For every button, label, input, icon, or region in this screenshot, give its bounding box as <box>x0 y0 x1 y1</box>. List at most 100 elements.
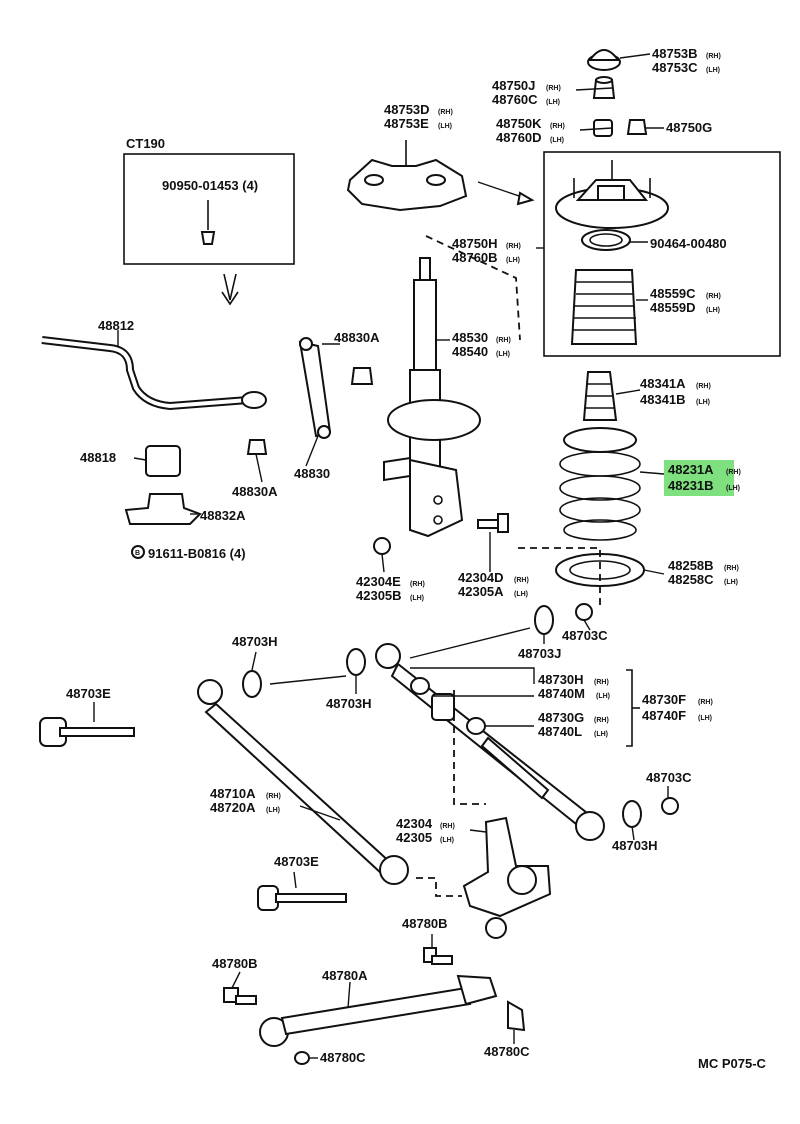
nut-c-right <box>661 797 679 815</box>
label-48559D: 48559D <box>650 300 696 315</box>
label-48703E-2: 48703E <box>274 854 319 869</box>
label-ct190: CT190 <box>126 136 165 151</box>
label-48703J: 48703J <box>518 646 561 661</box>
label-48258C: 48258C <box>668 572 714 587</box>
label-48540: 48540 <box>452 344 488 359</box>
strut-mount-plate <box>555 160 669 229</box>
label-48703H-3: 48703H <box>612 838 658 853</box>
nut-c-top <box>575 603 593 621</box>
label-48740F-side: (LH) <box>698 715 712 722</box>
washer-j <box>534 605 554 635</box>
label-48530-side: (RH) <box>496 337 511 344</box>
label-48730H: 48730H <box>538 672 584 687</box>
stabilizer-bushing <box>145 445 181 477</box>
bolt-b-left <box>223 987 257 1005</box>
label-42304E: 42304E <box>356 574 401 589</box>
arm-bushings <box>410 677 550 800</box>
label-48231B-side: (LH) <box>726 485 740 492</box>
dust-boot <box>570 269 638 345</box>
label-48258B-side: (RH) <box>724 565 739 572</box>
spring-seat <box>555 553 645 587</box>
label-48231B: 48231B <box>668 478 714 493</box>
label-48540-side: (LH) <box>496 351 510 358</box>
label-42304-side: (RH) <box>440 823 455 830</box>
label-48780C-1: 48780C <box>320 1050 366 1065</box>
label-48341B: 48341B <box>640 392 686 407</box>
highlight-48231 <box>664 460 734 496</box>
label-48341A: 48341A <box>640 376 686 391</box>
label-48780C-2: 48780C <box>484 1044 530 1059</box>
label-42305A: 42305A <box>458 584 504 599</box>
link-nut-upper <box>350 367 374 385</box>
label-48760B: 48760B <box>452 250 498 265</box>
label-48753B: 48753B <box>652 46 698 61</box>
label-48780B-1: 48780B <box>402 916 448 931</box>
label-48740L: 48740L <box>538 724 582 739</box>
label-48730G: 48730G <box>538 710 584 725</box>
label-42305-side: (LH) <box>440 837 454 844</box>
label-48760B-side: (LH) <box>506 257 520 264</box>
stabilizer-bar <box>41 336 267 411</box>
label-48341A-side: (RH) <box>696 383 711 390</box>
label-48818: 48818 <box>80 450 116 465</box>
label-48830: 48830 <box>294 466 330 481</box>
bolt-e-lower <box>257 885 347 911</box>
bolt-b-upper <box>423 947 453 965</box>
label-48740F: 48740F <box>642 708 686 723</box>
label-48231A: 48231A <box>668 462 714 477</box>
shock-absorber-strut <box>383 257 481 538</box>
footer-code: MC P075-C <box>698 1056 767 1071</box>
bump-stopper <box>582 371 618 421</box>
label-48730H-side: (RH) <box>594 679 609 686</box>
label-48750H: 48750H <box>452 236 498 251</box>
label-48760C: 48760C <box>492 92 538 107</box>
label-48750J-side: (RH) <box>546 85 561 92</box>
label-42305B-side: (LH) <box>410 595 424 602</box>
mount-seal-ring <box>581 229 631 251</box>
label-48740M: 48740M <box>538 686 585 701</box>
label-42305: 42305 <box>396 830 432 845</box>
label-48703H-1: 48703H <box>232 634 278 649</box>
label-48750K-side: (RH) <box>550 123 565 130</box>
label-48720A-side: (LH) <box>266 807 280 814</box>
label-48753C: 48753C <box>652 60 698 75</box>
label-48760C-side: (LH) <box>546 99 560 106</box>
label-42305A-side: (LH) <box>514 591 528 598</box>
label-48703C-1: 48703C <box>562 628 608 643</box>
label-42304E-side: (RH) <box>410 581 425 588</box>
label-48740M-side: (LH) <box>596 693 610 700</box>
bolt-b-marker <box>131 545 145 559</box>
label-48750J: 48750J <box>492 78 535 93</box>
label-48760D: 48760D <box>496 130 542 145</box>
label-48740L-side: (LH) <box>594 731 608 738</box>
label-48341B-side: (LH) <box>696 399 710 406</box>
nut-g <box>626 119 648 135</box>
washer-h-mid <box>346 648 366 676</box>
stabilizer-link <box>298 337 332 439</box>
trailing-bolt-e <box>39 717 135 747</box>
nut-c-lower-left <box>294 1051 310 1065</box>
lower-lateral-arm <box>259 974 498 1047</box>
label-48710A-side: (RH) <box>266 793 281 800</box>
strut-mount-detail-box <box>543 151 781 357</box>
strut-rod-arm <box>197 679 409 885</box>
upper-mount-cap <box>587 49 621 71</box>
washer-h-left <box>242 670 262 698</box>
washer-h-right <box>622 800 642 828</box>
label-91611: 91611-B0816 (4) <box>148 546 246 561</box>
label-48710A: 48710A <box>210 786 256 801</box>
toe-adjust-cam <box>507 1000 526 1032</box>
label-48258C-side: (LH) <box>724 579 738 586</box>
bolt-marker-letter: B <box>135 550 140 557</box>
upper-support-bracket <box>346 140 468 212</box>
label-48830A-top: 48830A <box>334 330 380 345</box>
label-48703E-1: 48703E <box>66 686 111 701</box>
label-48231A-side: (RH) <box>726 469 741 476</box>
label-42304D-side: (RH) <box>514 577 529 584</box>
label-90950: 90950-01453 (4) <box>162 178 258 193</box>
label-48730F-side: (RH) <box>698 699 713 706</box>
label-48753E-side: (LH) <box>438 123 452 130</box>
label-48559C: 48559C <box>650 286 696 301</box>
label-42304: 42304 <box>396 816 433 831</box>
label-90464: 90464-00480 <box>650 236 727 251</box>
